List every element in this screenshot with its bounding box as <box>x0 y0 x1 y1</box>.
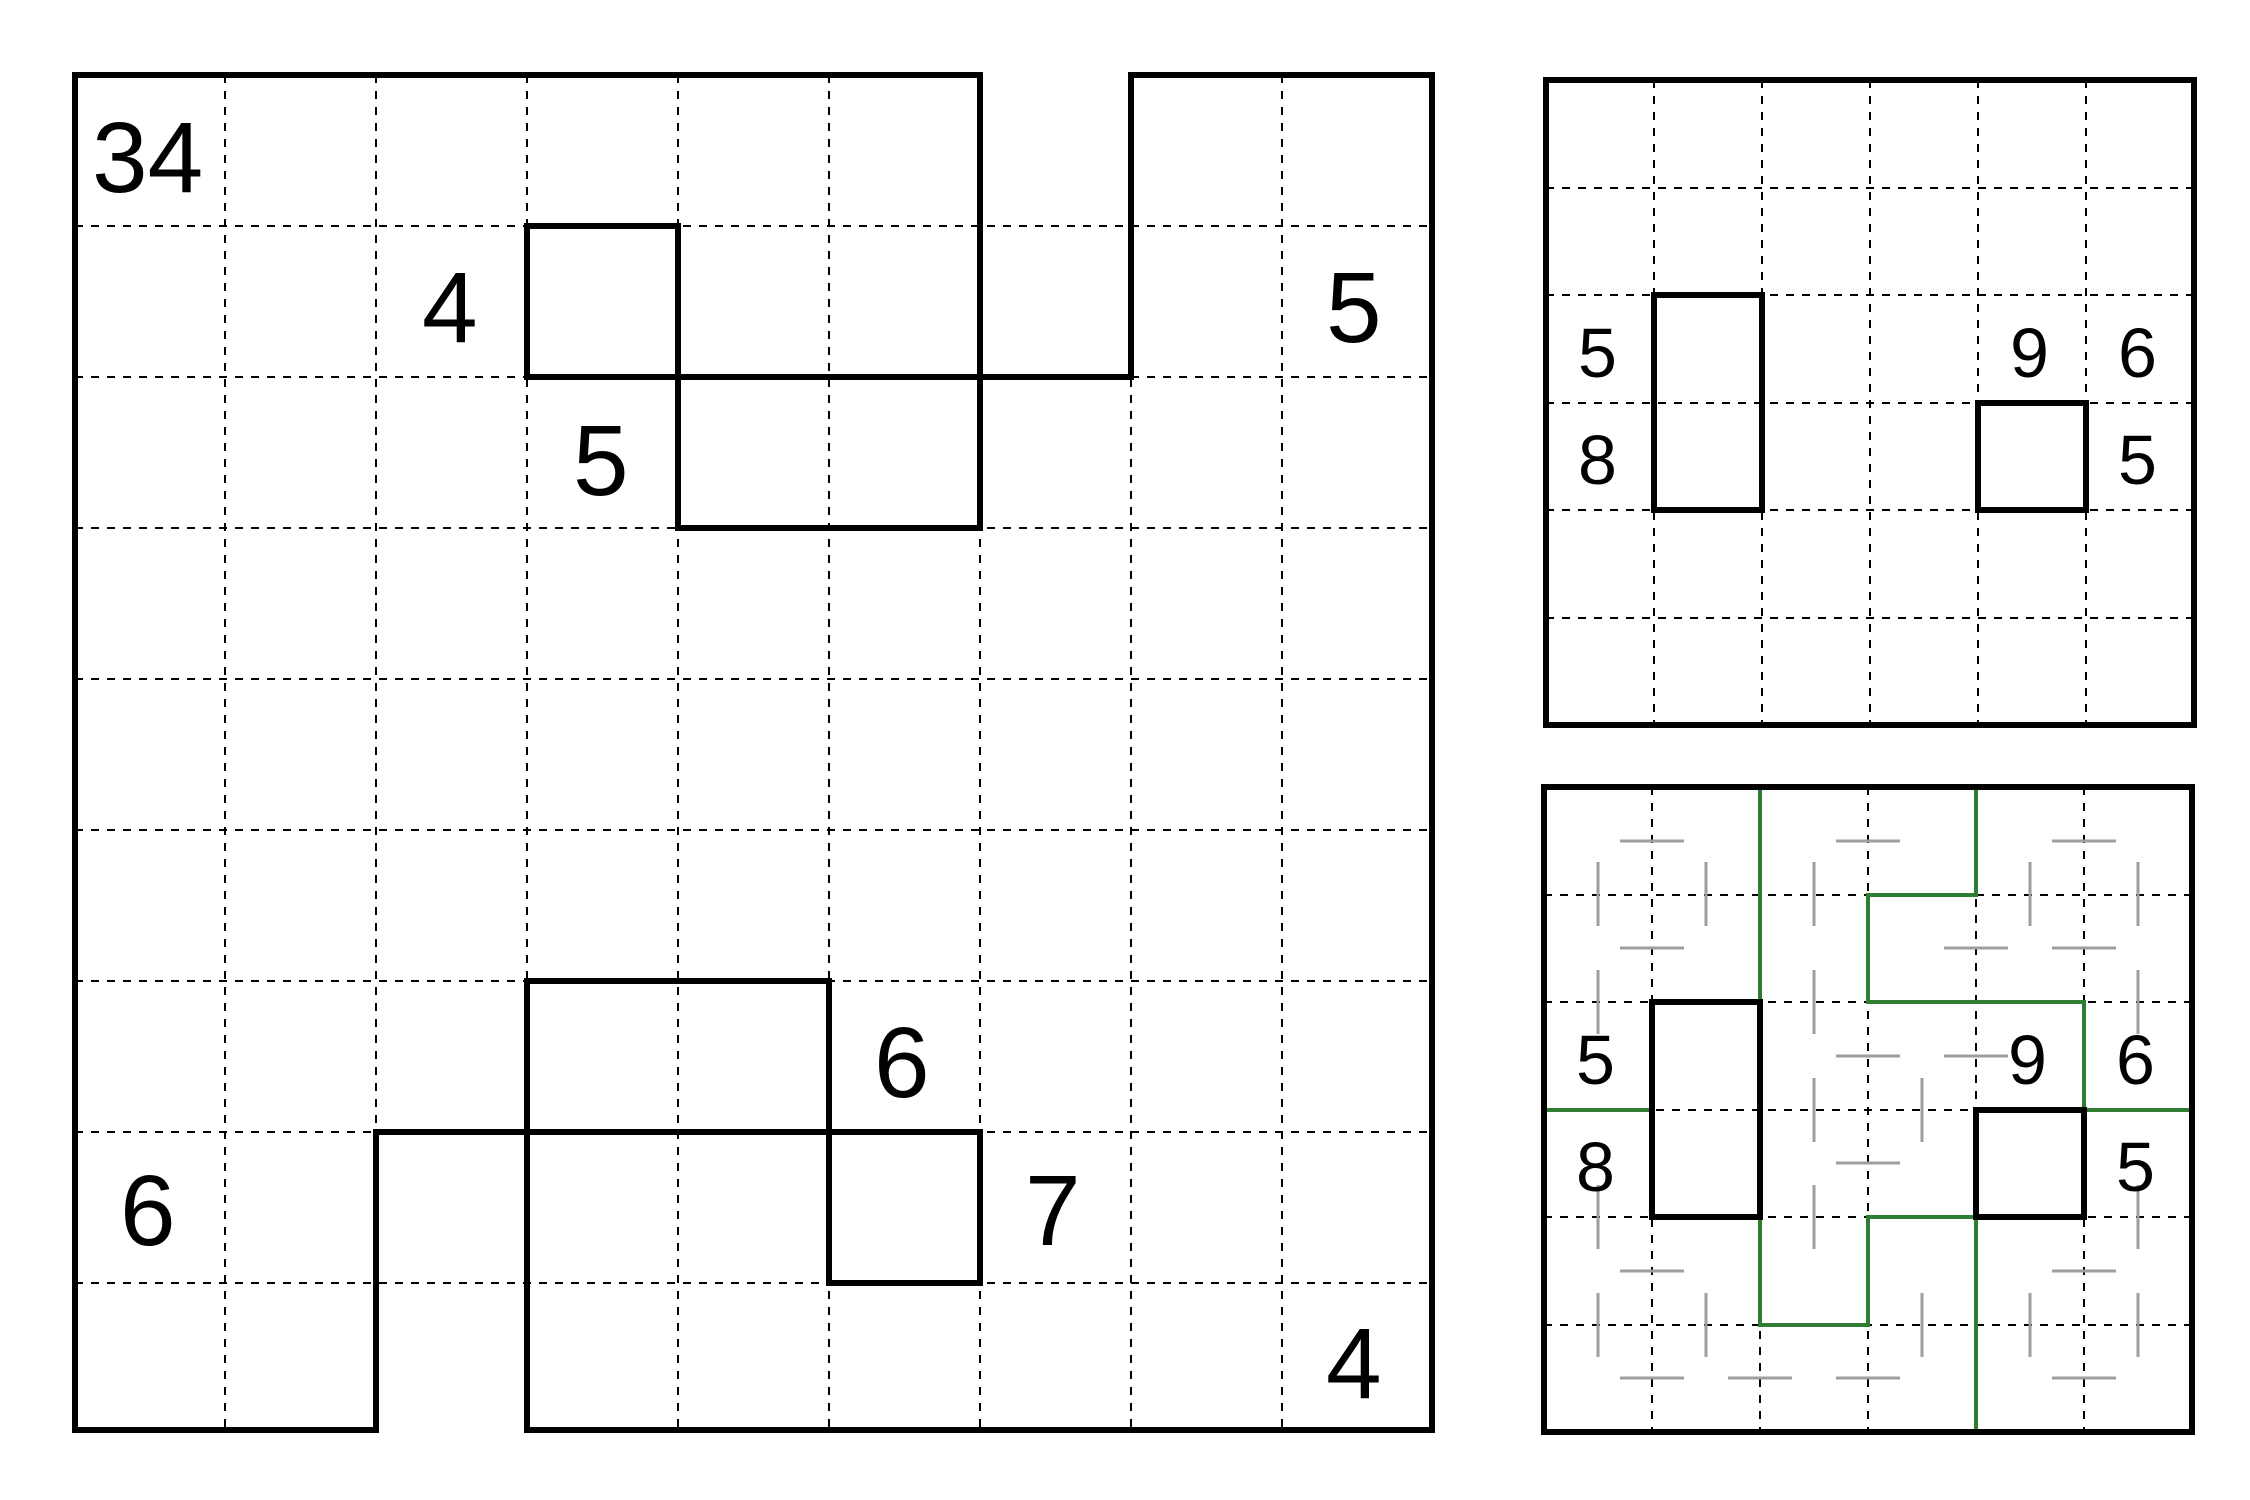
example-outer-boundary <box>1543 77 2197 728</box>
clue-6-center: 6 <box>874 1007 930 1119</box>
solution-clue-9: 9 <box>2008 1021 2047 1099</box>
example-clue-9: 9 <box>2010 314 2049 392</box>
solution-clue-8: 8 <box>1576 1128 1615 1206</box>
clue-6-left: 6 <box>120 1155 176 1267</box>
example-clue-5-left: 5 <box>1578 314 1617 392</box>
example-clue-8: 8 <box>1578 421 1617 499</box>
main-puzzle-grid: 34 4 5 5 6 6 7 4 <box>72 72 1435 1433</box>
solution-grey-segments <box>1596 839 2140 1380</box>
main-small-box-top <box>524 223 681 380</box>
solution-outer-boundary <box>1541 784 2195 1435</box>
clue-34: 34 <box>92 102 203 214</box>
solution-block-square <box>1973 1107 2087 1220</box>
solution-block-tall <box>1649 999 1763 1220</box>
clue-7: 7 <box>1025 1155 1081 1267</box>
main-region-border-top <box>675 72 1134 531</box>
solution-clue-5-left: 5 <box>1576 1021 1615 1099</box>
example-clue-5-right: 5 <box>2118 421 2157 499</box>
main-outer-boundary <box>72 72 1435 1433</box>
example-grid-dashed-lines <box>1546 80 2194 725</box>
solution-clue-6: 6 <box>2116 1021 2155 1099</box>
example-clue-6: 6 <box>2118 314 2157 392</box>
main-grid-dashed-lines <box>75 75 1432 1430</box>
solution-clue-5-right: 5 <box>2116 1128 2155 1206</box>
example-block-tall <box>1651 292 1765 513</box>
main-region-border-bottom <box>524 978 983 1286</box>
clue-4-bottom: 4 <box>1326 1308 1382 1420</box>
clue-5-right: 5 <box>1326 252 1382 364</box>
solution-puzzle-grid: 5 8 9 6 5 <box>1541 784 2195 1435</box>
example-block-square <box>1975 400 2089 513</box>
clue-5-center: 5 <box>573 405 629 517</box>
example-puzzle-grid: 5 8 9 6 5 <box>1543 77 2197 728</box>
clue-4: 4 <box>422 252 478 364</box>
